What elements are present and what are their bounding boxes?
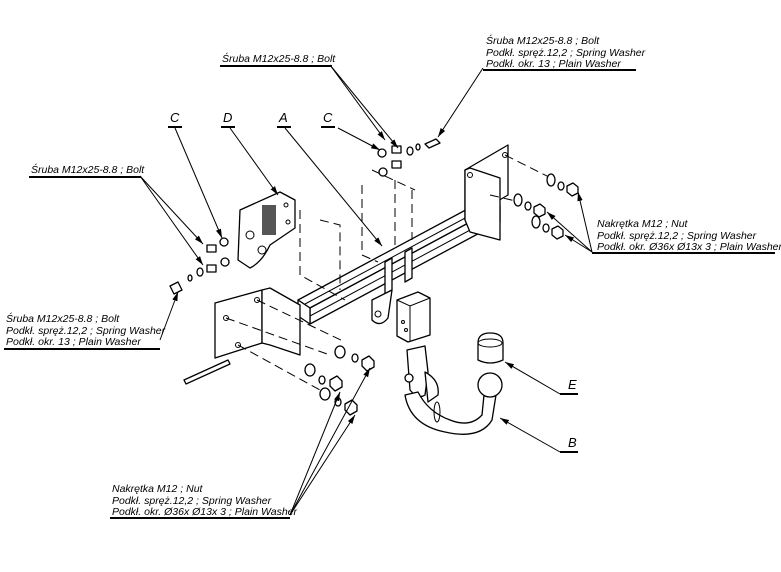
part-letter-d: D	[221, 110, 235, 128]
callout-line: Nakrętka M12 ; Nut	[597, 218, 689, 230]
letter-c-top: C	[323, 110, 333, 125]
callout-line: Podkł. okr. 13 ; Plain Washer	[6, 336, 141, 348]
right-side-plate	[464, 144, 556, 241]
callout-line: Śruba M12x25-8.8 ; Bolt	[6, 312, 120, 325]
part-letter-c-left: C	[168, 110, 182, 128]
part-letter-e: E	[560, 377, 578, 395]
callout-line: Podkł. spręż.12,2 ; Spring Washer	[6, 325, 166, 337]
callout-top-bolt: Śruba M12x25-8.8 ; Bolt	[220, 52, 336, 67]
letter-b: B	[568, 435, 577, 450]
letter-c-left: C	[170, 110, 180, 125]
callout-line: Podkł. spręż.12,2 ; Spring Washer	[486, 47, 646, 59]
callout-line: Śruba M12x25-8.8 ; Bolt	[486, 34, 600, 47]
callout-line: Podkł. okr. Ø36x Ø13x 3 ; Plain Washer	[112, 506, 298, 518]
letter-a: A	[278, 110, 288, 125]
callout-top-right-bolt-set: Śruba M12x25-8.8 ; Bolt Podkł. spręż.12,…	[483, 34, 646, 71]
callout-line: Podkł. spręż.12,2 ; Spring Washer	[597, 230, 757, 242]
callout-line: Podkł. okr. 13 ; Plain Washer	[486, 58, 621, 70]
right-fasteners	[513, 173, 579, 240]
leader-lines	[139, 64, 593, 516]
callout-right-nut-set: Nakrętka M12 ; Nut Podkł. spręż.12,2 ; S…	[592, 218, 781, 254]
callout-left-bolt-set: Śruba M12x25-8.8 ; Bolt Podkł. spręż.12,…	[4, 312, 166, 350]
callout-line: Podkł. okr. Ø36x Ø13x 3 ; Plain Washer	[597, 241, 781, 253]
left-bolt-cluster	[169, 237, 230, 295]
bottom-fasteners	[304, 345, 375, 416]
assembly-lines-left	[225, 210, 346, 391]
left-side-plate	[214, 287, 301, 359]
letter-e: E	[568, 377, 577, 392]
mounting-plate-d	[237, 191, 296, 269]
top-bolt-cluster	[361, 138, 441, 263]
center-bracket	[371, 247, 413, 325]
callout-left-bolt: Śruba M12x25-8.8 ; Bolt	[29, 163, 145, 178]
part-letter-c-top: C	[321, 110, 335, 128]
part-letter-b: B	[560, 435, 578, 453]
threaded-rod	[183, 359, 231, 385]
ball-cap-part-e	[477, 332, 504, 364]
callout-line: Śruba M12x25-8.8 ; Bolt	[222, 52, 336, 65]
callout-line: Podkł. spręż.12,2 ; Spring Washer	[112, 495, 272, 507]
ball-neck-part-b	[404, 345, 503, 435]
socket-housing	[396, 291, 431, 343]
letter-d: D	[223, 110, 232, 125]
callout-bottom-nut-set: Nakrętka M12 ; Nut Podkł. spręż.12,2 ; S…	[110, 483, 298, 519]
part-letter-a: A	[277, 110, 291, 128]
callout-line: Nakrętka M12 ; Nut	[112, 483, 204, 495]
callout-line: Śruba M12x25-8.8 ; Bolt	[31, 163, 145, 176]
